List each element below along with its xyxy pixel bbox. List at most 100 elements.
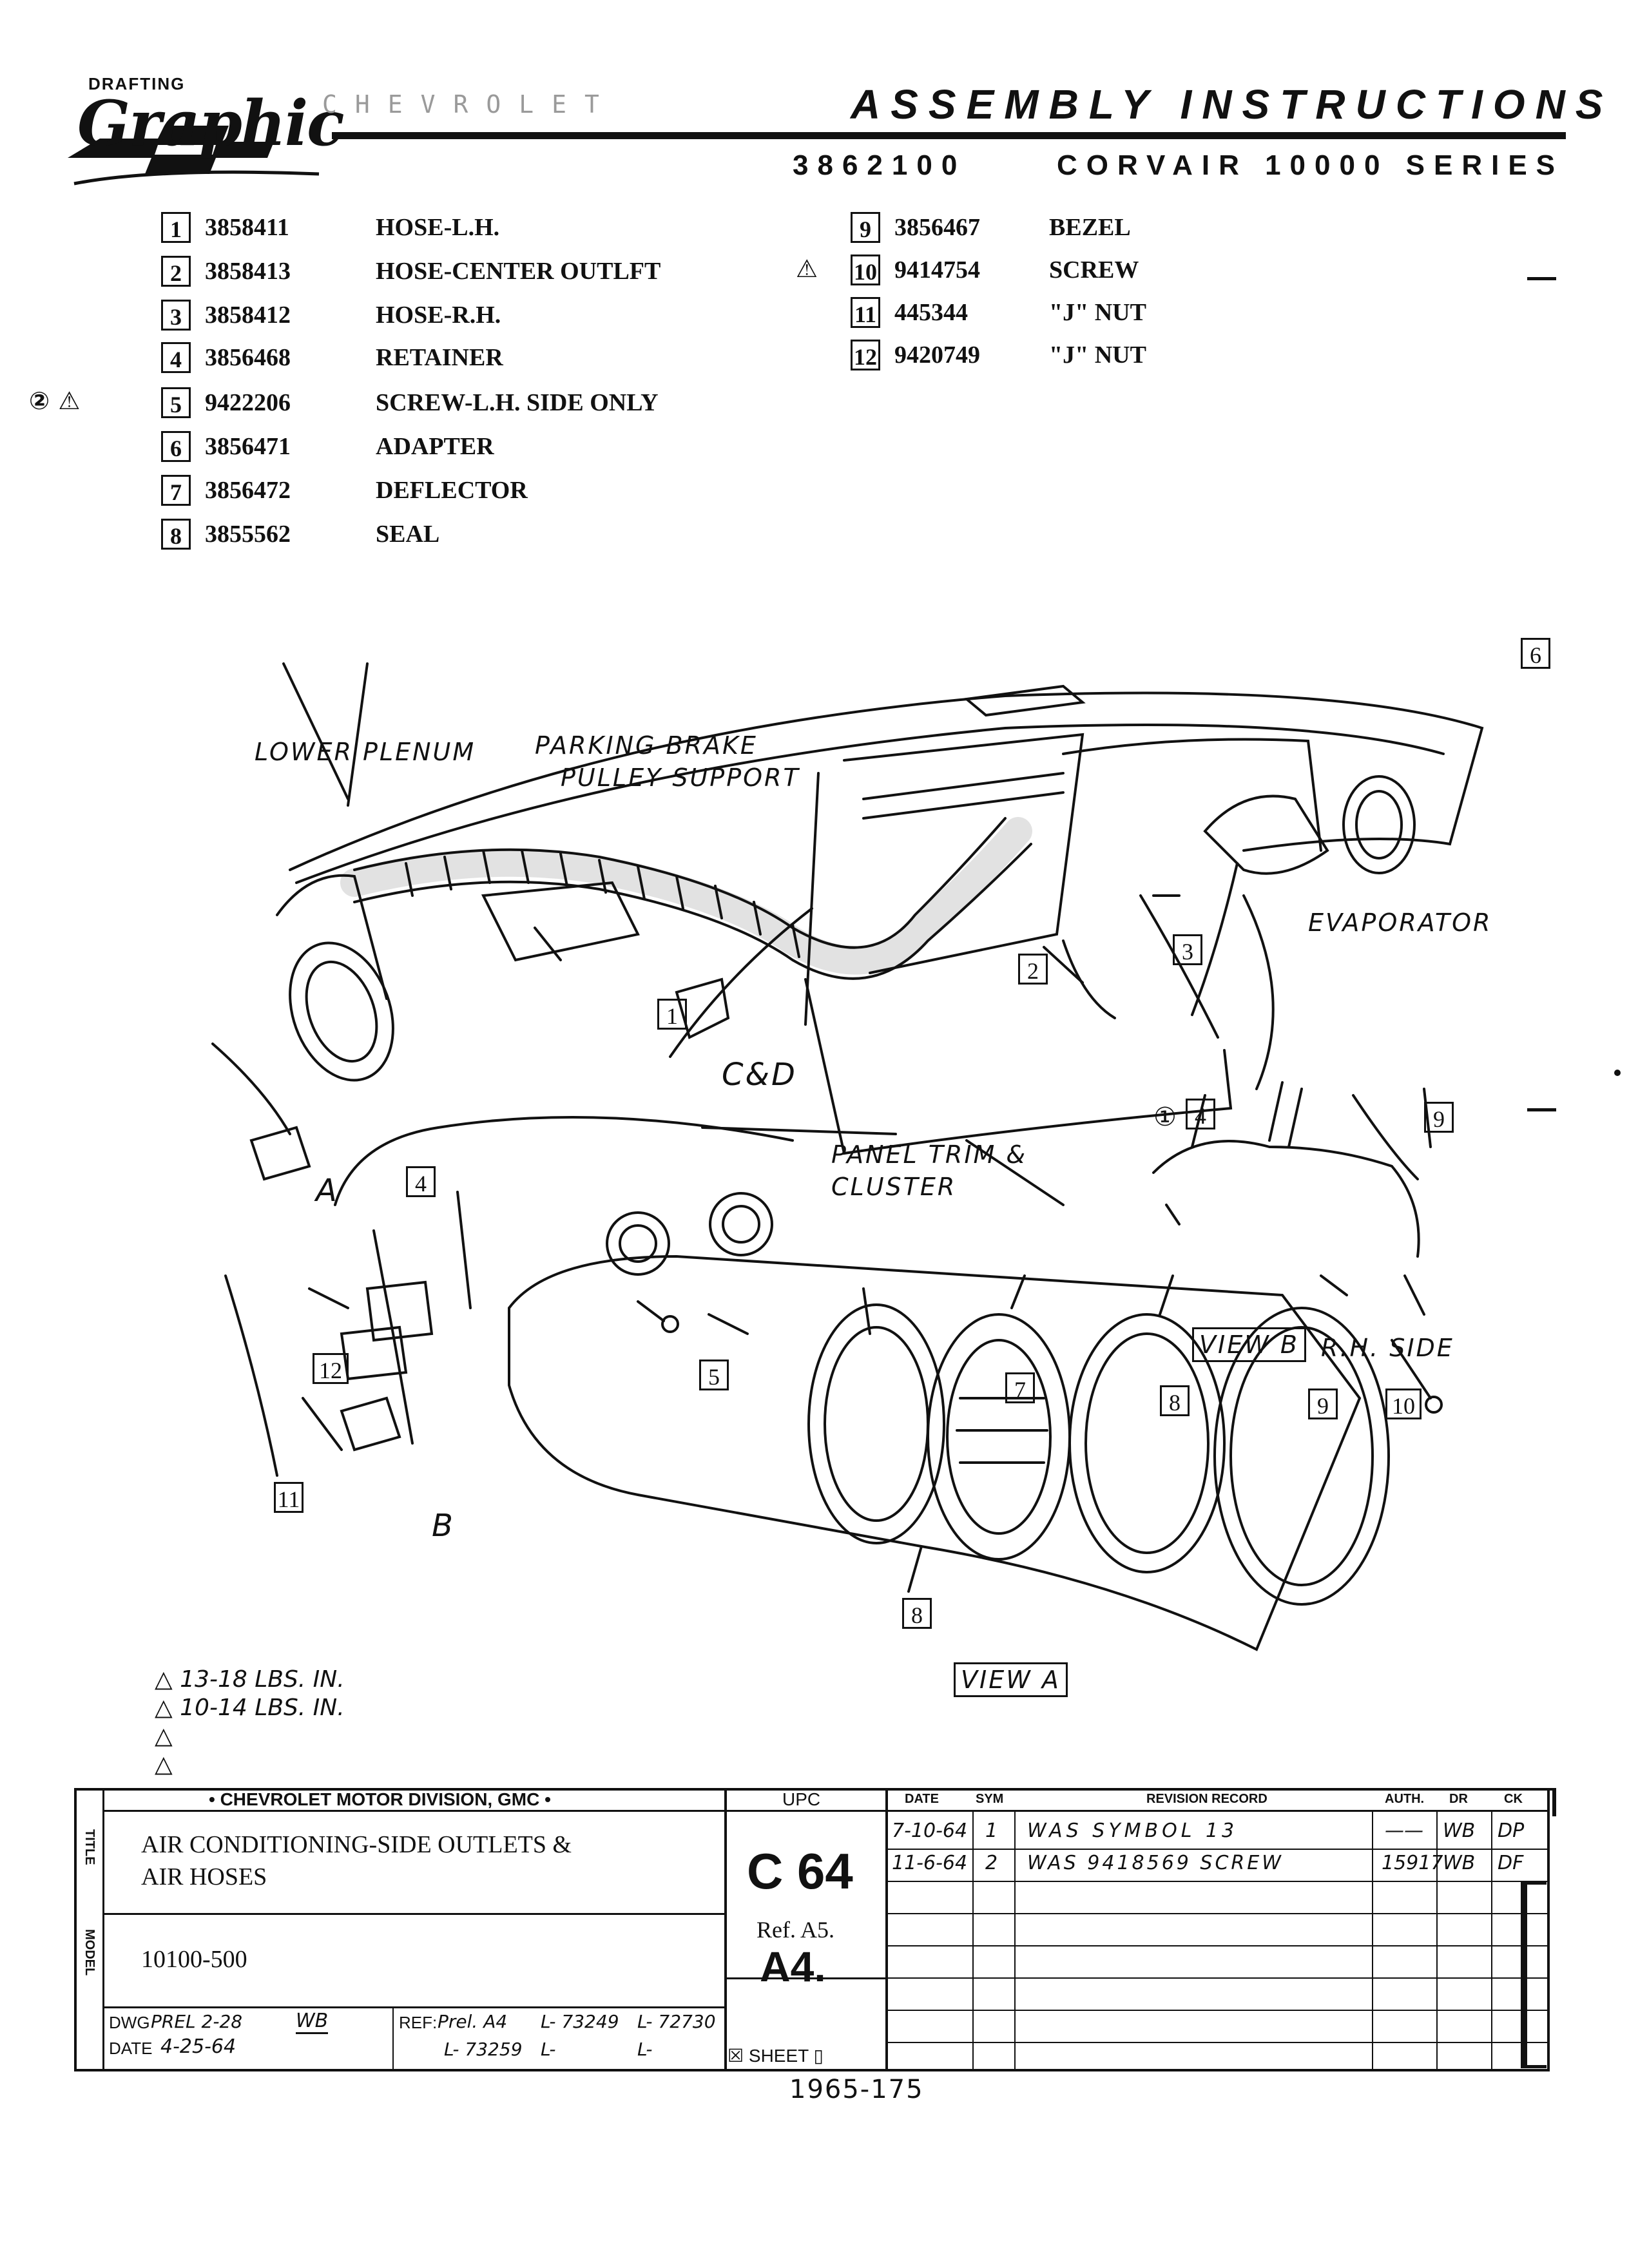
- ref-a5: Ref. A5.: [757, 1917, 834, 1943]
- part-number-box: 9: [851, 212, 880, 243]
- part-code: 3858411: [205, 214, 289, 241]
- callout-4: 4: [1186, 1099, 1215, 1129]
- margin-dot: [1614, 1070, 1621, 1076]
- title-block-corner-mark: [1543, 1788, 1556, 1816]
- part-description: SCREW-L.H. SIDE ONLY: [376, 389, 659, 416]
- label-evaporator: EVAPORATOR: [1308, 908, 1492, 937]
- part-number-box: 2: [161, 256, 191, 287]
- part-code: 9414754: [894, 256, 980, 284]
- ref-5: L-: [637, 2039, 653, 2060]
- side-label-title: TITLE: [82, 1829, 97, 1865]
- part-row: 3 3858412 HOSE-R.H.: [161, 297, 501, 333]
- part-number-box: 6: [161, 431, 191, 462]
- part-code: 3858412: [205, 302, 291, 329]
- part-row: 8 3855562 SEAL: [161, 516, 439, 552]
- torque-note-2: △ 10-14 LBS. IN.: [155, 1695, 345, 1721]
- warning-triangle-icon: △: [155, 1666, 180, 1693]
- part-description: SEAL: [376, 521, 440, 548]
- callout-8-lower: 8: [902, 1598, 932, 1629]
- revision-record: WAS SYMBOL 13: [1027, 1820, 1239, 1842]
- revision-dr: WB: [1443, 1852, 1476, 1874]
- torque-note-1: △ 13-18 LBS. IN.: [155, 1666, 345, 1693]
- sheet-label: SHEET: [748, 2046, 809, 2066]
- page-footer-number: 1965-175: [789, 2075, 924, 2104]
- part-row: 1 3858411 HOSE-L.H.: [161, 209, 499, 245]
- side-label-model: MODEL: [82, 1929, 97, 1976]
- label-view-a: VIEW A: [954, 1662, 1068, 1697]
- callout-5: 5: [699, 1360, 729, 1390]
- callout-7: 7: [1005, 1372, 1035, 1403]
- date-value: 4-25-64: [160, 2035, 236, 2058]
- logo-small-text: DRAFTING: [88, 74, 186, 93]
- part-description: SCREW: [1049, 256, 1139, 284]
- part-code: 3856467: [894, 214, 980, 241]
- revision-sym: 2: [985, 1852, 998, 1874]
- part-row: 9 3856467 BEZEL: [851, 209, 1131, 245]
- part-row: 4 3856468 RETAINER: [161, 340, 503, 376]
- ref-prel: Prel. A4: [438, 2011, 508, 2032]
- callout-8: 8: [1160, 1385, 1190, 1416]
- exploded-assembly-drawing: LOWER PLENUM PARKING BRAKE PULLEY SUPPOR…: [148, 638, 1550, 1733]
- callout-2: 2: [1018, 954, 1048, 985]
- torque-notes: △ 13-18 LBS. IN. △ 10-14 LBS. IN. △ △: [155, 1666, 345, 1779]
- rev-header-auth: AUTH.: [1385, 1792, 1425, 1806]
- logo: DRAFTING Graphic: [61, 61, 345, 197]
- callout-1: 1: [657, 999, 687, 1030]
- part-description: HOSE-R.H.: [376, 302, 501, 329]
- margin-tick-mark: [1527, 277, 1556, 280]
- dwg-initials: WB: [296, 2010, 329, 2034]
- header-rule: [332, 132, 1566, 139]
- upc-label: UPC: [782, 1789, 821, 1809]
- part-description: "J" NUT: [1049, 341, 1146, 369]
- part-description: "J" NUT: [1049, 299, 1146, 326]
- drawing-title-line-2: AIR HOSES: [141, 1863, 267, 1890]
- label-parking-brake: PARKING BRAKE: [535, 731, 758, 760]
- part-number-box: 12: [851, 340, 880, 370]
- part-row: 7 3856472 DEFLECTOR: [161, 472, 528, 508]
- part-number-box: 7: [161, 475, 191, 506]
- part-row: 5 9422206 SCREW-L.H. SIDE ONLY: [161, 385, 659, 421]
- revision-ck: DP: [1498, 1820, 1525, 1842]
- label-clip-a: A: [316, 1173, 339, 1209]
- revision-auth: 15917: [1382, 1852, 1443, 1874]
- logo-faded-text: CHEVROLET: [322, 90, 617, 119]
- callout-circle-1: ①: [1153, 1102, 1177, 1131]
- date-label: DATE: [109, 2039, 153, 2058]
- part-number-box: 10: [851, 255, 880, 285]
- label-clip-b: B: [432, 1508, 455, 1544]
- upc-value: C 64: [747, 1843, 853, 1899]
- rev-header-ck: CK: [1504, 1792, 1523, 1806]
- series-title: CORVAIR 10000 SERIES: [1057, 149, 1565, 181]
- ref-3: L- 73259: [444, 2039, 523, 2060]
- sheet-box: ☒ SHEET ▯: [728, 2046, 824, 2066]
- part-row: 6 3856471 ADAPTER: [161, 428, 494, 465]
- sheet-code: A4.: [760, 1943, 826, 1990]
- part-row: 12 9420749 "J" NUT: [851, 337, 1146, 373]
- revision-date: 11-6-64: [892, 1852, 968, 1874]
- warning-triangle-icon: △: [155, 1723, 173, 1749]
- warning-triangle-icon: △: [155, 1695, 180, 1721]
- part-description: RETAINER: [376, 344, 503, 371]
- part-number-box: 5: [161, 387, 191, 418]
- part-number-box: 3: [161, 300, 191, 331]
- part-row: 10 9414754 SCREW: [851, 252, 1139, 288]
- revision-sym: 1: [985, 1820, 998, 1842]
- margin-tick-mark: [1527, 1108, 1556, 1111]
- label-clip-cd: C&D: [722, 1057, 797, 1093]
- part-row: 2 3858413 HOSE-CENTER OUTLFT: [161, 253, 660, 289]
- assembly-part-number: 3862100: [793, 149, 967, 181]
- title-block-side-bracket: [1521, 1881, 1547, 2068]
- part-number-box: 8: [161, 519, 191, 550]
- revision-record: WAS 9418569 SCREW: [1027, 1852, 1284, 1874]
- callout-3: 3: [1173, 934, 1202, 965]
- label-view-b: VIEW B: [1192, 1327, 1306, 1362]
- rev-header-dr: DR: [1449, 1792, 1468, 1806]
- warning-triangle-icon: △: [155, 1751, 173, 1778]
- part-code: 445344: [894, 299, 968, 326]
- label-panel-trim: PANEL TRIM &: [831, 1140, 1028, 1169]
- drawing-title-line-1: AIR CONDITIONING-SIDE OUTLETS &: [141, 1831, 572, 1858]
- revision-dr: WB: [1443, 1820, 1476, 1842]
- callout-9: 9: [1308, 1389, 1338, 1419]
- division-header: • CHEVROLET MOTOR DIVISION, GMC •: [209, 1789, 551, 1809]
- ref-label: REF:: [399, 2013, 438, 2032]
